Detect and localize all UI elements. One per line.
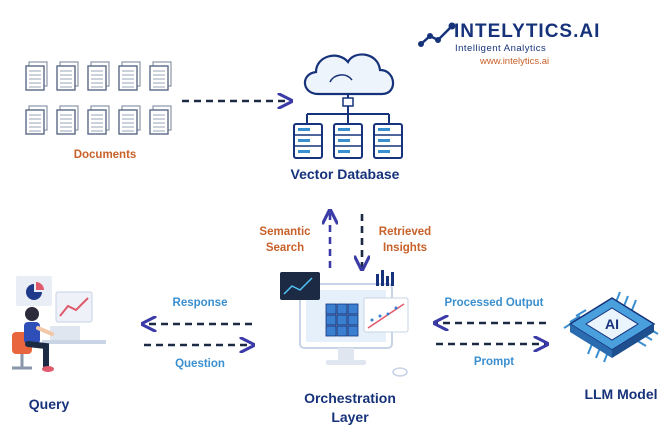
response-label: Response	[172, 297, 228, 309]
document-sheet-icon	[87, 61, 110, 91]
documents-label: Documents	[73, 149, 137, 161]
cloud-server-icon	[293, 53, 403, 159]
brand-url[interactable]: www.intelytics.ai	[480, 56, 550, 67]
processed-output-label: Processed Output	[444, 297, 544, 309]
logo-mark-icon	[418, 22, 456, 47]
retrieved-insights-line1: Retrieved	[378, 226, 432, 238]
orchestration-label: Orchestration Layer	[280, 389, 420, 427]
query-label: Query	[28, 396, 70, 412]
ai-chip-icon: AI	[563, 291, 659, 363]
document-sheet-icon	[87, 105, 110, 135]
ai-chip-text: AI	[605, 316, 619, 332]
documents-icon	[25, 61, 172, 135]
vector-db-label: Vector Database	[290, 166, 400, 182]
semantic-search-line2: Search	[265, 242, 305, 254]
retrieved-insights-line2: Insights	[382, 242, 428, 254]
prompt-label: Prompt	[473, 356, 515, 368]
orchestration-label-line2: Layer	[331, 409, 369, 425]
document-sheet-icon	[149, 61, 172, 91]
llm-label: LLM Model	[584, 386, 658, 402]
document-sheet-icon	[25, 61, 48, 91]
document-sheet-icon	[56, 61, 79, 91]
semantic-search-line1: Semantic	[259, 226, 311, 238]
dashboard-cube-icon	[280, 270, 409, 377]
brand-name: INTELYTICS.AI	[454, 21, 601, 42]
document-sheet-icon	[25, 105, 48, 135]
document-sheet-icon	[118, 105, 141, 135]
document-sheet-icon	[118, 61, 141, 91]
brand-tagline: Intelligent Analytics	[455, 43, 547, 54]
semantic-search-label: Semantic Search	[250, 224, 320, 256]
brand-logo: INTELYTICS.AI Intelligent Analytics www.…	[418, 18, 599, 70]
retrieved-insights-label: Retrieved Insights	[370, 224, 440, 256]
orchestration-label-line1: Orchestration	[304, 390, 396, 406]
question-label: Question	[175, 358, 225, 370]
user-at-desk-icon	[12, 276, 106, 372]
document-sheet-icon	[149, 105, 172, 135]
document-sheet-icon	[56, 105, 79, 135]
